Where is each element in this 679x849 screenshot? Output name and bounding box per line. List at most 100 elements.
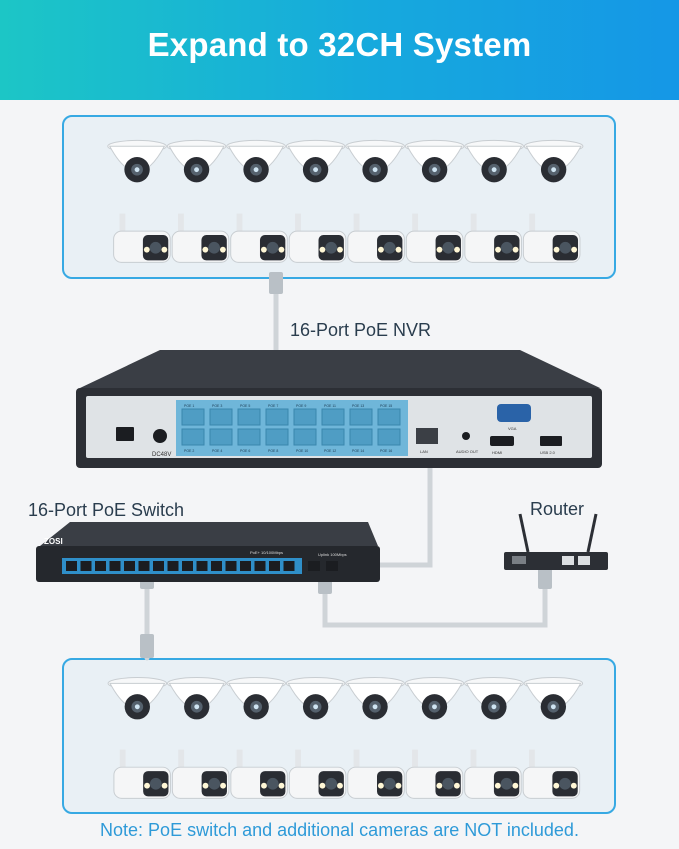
dome-camera-icon: [404, 677, 465, 720]
bullet-camera-icon: [288, 213, 347, 263]
dome-camera-icon: [285, 139, 346, 183]
poe-port-label: POE 9: [296, 404, 306, 408]
bullet-camera-icon: [522, 213, 581, 263]
router-antenna: [586, 513, 598, 553]
bullet-camera-icon: [405, 749, 464, 799]
switch-port: [124, 561, 135, 571]
switch-port: [225, 561, 237, 571]
hdmi-port-icon: [490, 436, 514, 446]
footnote: Note: PoE switch and additional cameras …: [100, 820, 579, 840]
hdmi-label: HDMI: [492, 450, 502, 455]
poe-port-label: POE 12: [324, 449, 336, 453]
switch-port: [269, 561, 280, 571]
poe-port: [181, 408, 205, 426]
rj45-connector: [140, 634, 154, 658]
nvr-label: 16-Port PoE NVR: [290, 320, 432, 340]
switch-uplink-port: [326, 561, 338, 571]
dome-camera-icon: [523, 139, 584, 183]
poe-port: [349, 428, 373, 446]
camera-panel-bottom: [62, 658, 616, 814]
bullet-camera-icon: [113, 213, 171, 263]
header-banner: Expand to 32CH System: [0, 0, 679, 100]
dome-camera-icon: [107, 139, 167, 183]
switch-model-text: PoE+ 10/100Mbps: [250, 550, 283, 555]
power-label: DC48V: [152, 452, 171, 458]
poe-port-label: POE 2: [184, 449, 194, 453]
switch-port: [95, 561, 106, 571]
switch-port: [66, 561, 77, 571]
poe-port: [349, 408, 373, 426]
page-title: Expand to 32CH System: [147, 26, 532, 63]
power-jack-icon: [153, 429, 167, 443]
bullet-camera-icon: [230, 213, 288, 263]
camera-group-bottom: [107, 677, 584, 799]
switch-port: [196, 561, 208, 571]
switch-port: [109, 561, 121, 571]
switch-ports: [66, 561, 338, 571]
poe-switch-device: ZOSI PoE+ 10/100Mbps Uplink 100Mbps: [36, 522, 380, 582]
poe-port: [181, 428, 205, 446]
bullet-camera-icon: [171, 213, 230, 263]
bullet-camera-icon: [405, 213, 464, 263]
camera-panel-top: [62, 115, 616, 279]
dome-camera-icon: [226, 139, 286, 183]
dome-camera-icon: [345, 139, 405, 183]
switch-port: [80, 561, 92, 571]
audio-label: AUDIO OUT: [456, 449, 479, 454]
poe-port-label: POE 7: [268, 404, 278, 408]
camera-group-top: [107, 139, 584, 263]
poe-port: [321, 428, 345, 446]
nvr-top: [80, 350, 600, 388]
poe-port-label: POE 16: [380, 449, 392, 453]
dome-camera-icon: [464, 139, 524, 183]
bullet-camera-icon: [347, 213, 405, 263]
rj45-connector: [269, 272, 283, 294]
switch-uplink-text: Uplink 100Mbps: [318, 552, 347, 557]
poe-port: [377, 428, 401, 446]
vga-label: VGA: [508, 426, 517, 431]
switch-port: [182, 561, 193, 571]
switch-port: [254, 561, 266, 571]
switch-label: 16-Port PoE Switch: [28, 500, 185, 520]
dome-camera-icon: [345, 677, 405, 720]
switch-port: [283, 561, 295, 571]
poe-port-label: POE 5: [240, 404, 250, 408]
poe-port: [321, 408, 345, 426]
switch-port: [138, 561, 150, 571]
poe-port-label: POE 10: [296, 449, 308, 453]
power-switch-icon: [116, 427, 134, 441]
dome-camera-icon: [107, 677, 168, 720]
poe-port: [209, 428, 233, 446]
router-label: Router: [530, 499, 585, 519]
poe-port-label: POE 3: [212, 404, 222, 408]
dome-camera-icon: [464, 677, 524, 720]
poe-port-label: POE 15: [380, 404, 392, 408]
rj45-connector: [538, 565, 552, 589]
bullet-camera-icon: [464, 213, 522, 263]
poe-port: [209, 408, 233, 426]
dome-camera-icon: [166, 139, 227, 183]
bullet-camera-icon: [522, 749, 581, 799]
dome-camera-icon: [285, 677, 346, 720]
switch-port: [240, 561, 251, 571]
bullet-camera-icon: [288, 749, 347, 799]
poe-port: [377, 408, 401, 426]
switch-port: [167, 561, 179, 571]
bullet-camera-icon: [171, 749, 230, 799]
poe-port-block: [176, 400, 408, 456]
dome-camera-icon: [523, 677, 584, 720]
poe-port-label: POE 1: [184, 404, 194, 408]
bullet-camera-icon: [347, 749, 405, 799]
cable-switch-to-router: [322, 572, 548, 628]
cable-nvr-to-switch: [367, 437, 433, 568]
usb-port-icon: [540, 436, 562, 446]
poe-port: [293, 408, 317, 426]
switch-uplink-port: [308, 561, 320, 571]
router-device: [504, 513, 608, 570]
poe-port-label: POE 14: [352, 449, 364, 453]
switch-port: [153, 561, 164, 571]
dome-camera-icon: [404, 139, 465, 183]
lan-label: LAN: [420, 449, 428, 454]
